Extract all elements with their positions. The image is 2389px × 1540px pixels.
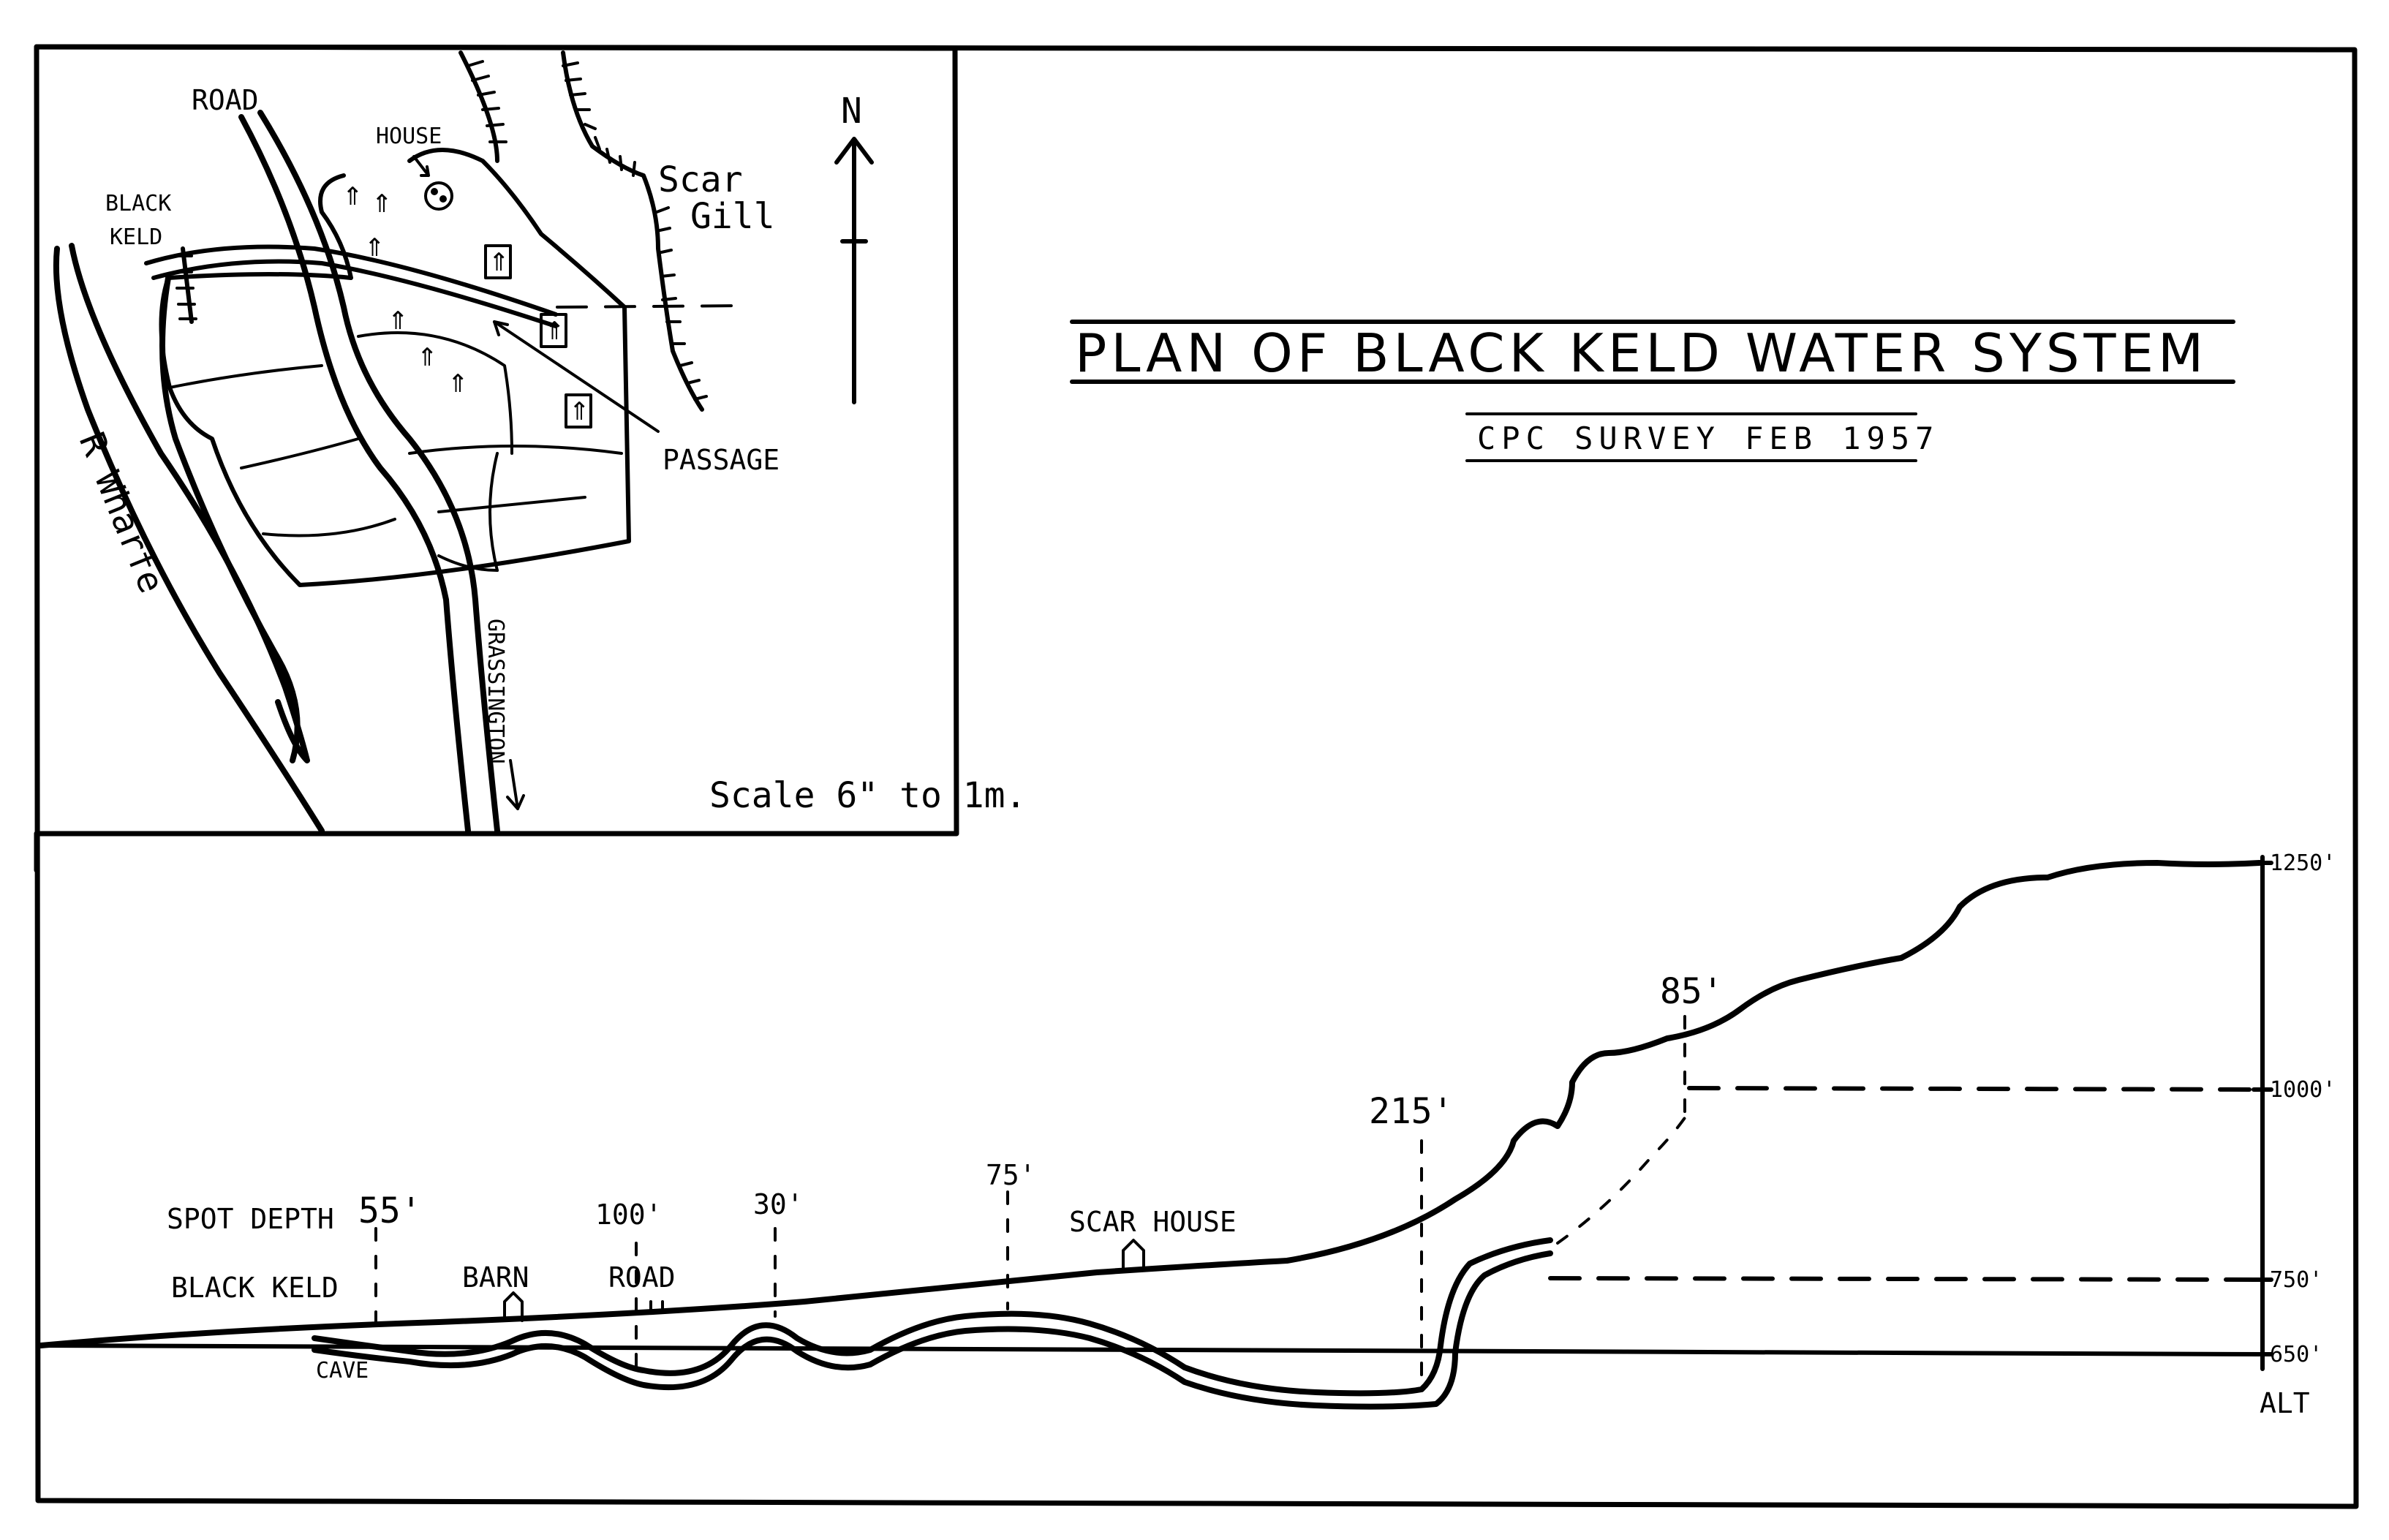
gill-label: Gill (690, 196, 775, 237)
altitude-line-1000 (1687, 1086, 2265, 1092)
river-bank-west (53, 246, 325, 834)
field-line-6 (437, 496, 586, 513)
field-line-7 (488, 452, 499, 572)
barn-icon (503, 1291, 524, 1322)
altitude-750-label: 750' (2270, 1267, 2322, 1293)
river-label: R Wharfe (71, 427, 173, 599)
projected-passage (1556, 1110, 1691, 1245)
tree-icon: ⇑ (388, 306, 409, 336)
frames (34, 44, 2359, 1509)
building-icon (484, 244, 512, 279)
field-line-1 (168, 364, 323, 389)
black-keld-label: BLACK KELD (171, 1272, 339, 1304)
field-line-8 (437, 554, 499, 572)
passage-dashed-line (556, 304, 747, 309)
barn-label: BARN (462, 1261, 529, 1294)
building-tree-icon: ⇑ (544, 317, 565, 346)
altitude-1000-label: 1000' (2270, 1077, 2336, 1103)
field-line-5 (408, 445, 623, 455)
field-line-4 (357, 331, 513, 455)
diagram-title: PLAN OF BLACK KELD WATER SYSTEM (1075, 322, 2208, 384)
depth-75-label: 75' (986, 1159, 1036, 1191)
ground-surface (38, 860, 2262, 1348)
inset-frame (34, 44, 959, 837)
cave-passage-lower (312, 1250, 1553, 1410)
passage-pointer (493, 320, 660, 433)
scar-house-icon (1122, 1239, 1145, 1269)
scale-label: Scale 6" to 1m. (709, 775, 1026, 816)
altitude-1250-label: 1250' (2270, 850, 2336, 876)
tree-icon: ⇑ (417, 343, 438, 372)
scar-house-label: SCAR HOUSE (1069, 1206, 1237, 1238)
scar-label: Scar (658, 159, 743, 200)
road-label: ROAD (192, 84, 259, 116)
road-ticks (649, 1300, 664, 1313)
road-west-edge (238, 114, 471, 834)
depth-100-label: 100' (595, 1199, 663, 1231)
scar-edge-upper-hatch (467, 60, 507, 143)
north-arrow-icon (834, 137, 874, 404)
altitude-line-750 (1548, 1276, 2265, 1282)
house-icon-dot (431, 188, 438, 195)
passage-pointer-head (493, 320, 509, 336)
grassington-label: GRASSINGTON (483, 619, 508, 764)
diagram-subtitle: CPC SURVEY FEB 1957 (1477, 420, 1939, 456)
building-tree-icon: ⇑ (569, 397, 590, 426)
plan-map: ⇑ ⇑ ⇑ ⇑ ⇑ ⇑ ⇑ ⇑ ⇑ ROAD HOUSE BLACK KELD (53, 50, 1026, 834)
field-line-3 (262, 518, 396, 537)
north-label: N (841, 91, 862, 132)
alt-label: ALT (2260, 1387, 2310, 1419)
road-east-edge (257, 110, 500, 834)
passage-label: PASSAGE (663, 444, 780, 476)
scar-edge-right-hatch (562, 61, 708, 401)
cave-label: CAVE (316, 1358, 369, 1384)
depth-30-label: 30' (753, 1188, 804, 1220)
tree-icon: ⇑ (448, 369, 469, 399)
altitude-650-label: 650' (2270, 1342, 2322, 1367)
scar-edge-upper (458, 50, 499, 163)
cave-passage-upper (312, 1237, 1553, 1397)
building-tree-icon: ⇑ (488, 248, 510, 277)
field-line-2 (240, 437, 360, 469)
black-label: BLACK (105, 191, 171, 216)
track-north-edge (144, 244, 558, 317)
scar-edge-right (561, 50, 704, 412)
building-icon (565, 393, 592, 429)
outer-frame (34, 44, 2359, 1509)
tree-icon: ⇑ (364, 233, 385, 263)
road-section-label: ROAD (608, 1261, 676, 1294)
track-south-edge (151, 259, 558, 328)
depth-85-label: 85' (1660, 971, 1724, 1012)
keld-label: KELD (110, 224, 162, 250)
grassington-arrow-icon (506, 759, 525, 810)
house-icon-dot (439, 195, 447, 203)
section-profile: SPOT DEPTH 55' 100' 30' 75' 215' 85' BLA… (38, 850, 2336, 1419)
house-icon (424, 181, 453, 211)
depth-55-label: 55' (358, 1190, 422, 1231)
house-label: HOUSE (376, 124, 442, 149)
depth-215-label: 215' (1369, 1091, 1454, 1132)
tree-icon: ⇑ (371, 189, 393, 219)
spot-depth-label: SPOT DEPTH (167, 1203, 334, 1235)
house-arrow (412, 155, 430, 177)
field-outline (159, 148, 631, 587)
black-keld-edge (181, 246, 194, 324)
title-block: PLAN OF BLACK KELD WATER SYSTEM CPC SURV… (1070, 320, 2235, 462)
altitude-ticks (2252, 861, 2273, 1356)
tree-icon: ⇑ (342, 182, 363, 211)
building-icon (540, 313, 567, 348)
